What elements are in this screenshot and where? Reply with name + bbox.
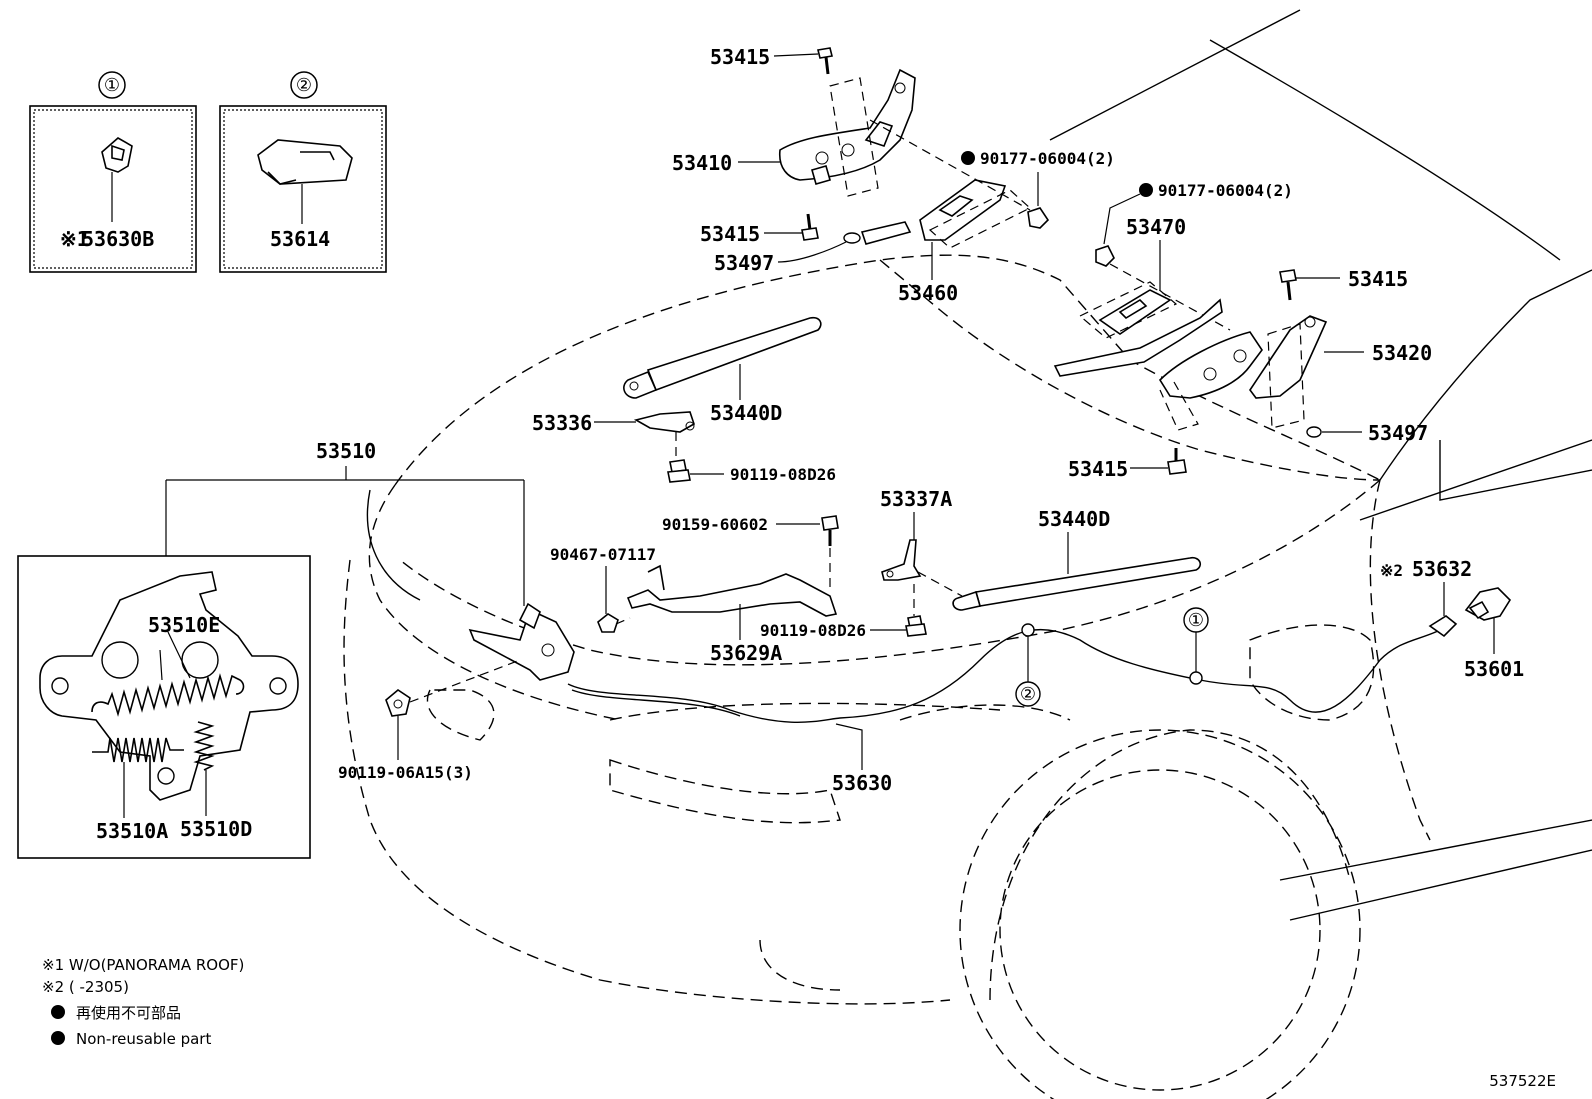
legend-note-1: ※1 W/O(PANORAMA ROOF): [42, 956, 244, 974]
label-53632-mark: ※2: [1380, 561, 1403, 580]
label-90177-b: 90177-06004(2): [1158, 181, 1293, 200]
label-53510d: 53510D: [180, 817, 252, 841]
nut-90177-b-icon: [1095, 245, 1115, 267]
bracket-53337a: [881, 539, 922, 581]
label-53415-top: 53415: [710, 45, 770, 69]
non-reusable-dot-a: [961, 151, 975, 165]
label-53632: 53632: [1412, 557, 1472, 581]
label-53470: 53470: [1126, 215, 1186, 239]
bracket-53470: [1053, 281, 1223, 377]
inset-1: ① ※1 53630B: [29, 71, 197, 273]
label-53440d-bottom: 53440D: [1038, 507, 1110, 531]
cable-clip-53632-icon: [1428, 615, 1458, 638]
label-53420: 53420: [1372, 341, 1432, 365]
bolt-90119-08d26-b-icon: [905, 615, 927, 637]
non-reusable-dot-b: [1139, 183, 1153, 197]
bracket-53336: [633, 411, 695, 433]
label-53440d-top: 53440D: [710, 401, 782, 425]
callout-marker-2: ②: [1020, 684, 1036, 705]
label-90119-06a15: 90119-06A15(3): [338, 763, 473, 782]
label-53510: 53510: [316, 439, 376, 463]
support-53629a: [626, 564, 838, 617]
label-53410: 53410: [672, 151, 732, 175]
hood-lock-53510-icon: [468, 602, 575, 681]
legend-dot-en: [51, 1031, 65, 1045]
release-lever-53601-icon: [1464, 587, 1512, 621]
bracket-53460: [860, 179, 1032, 249]
label-53460: 53460: [898, 281, 958, 305]
label-53415-right: 53415: [1348, 267, 1408, 291]
release-cable-53630: [567, 628, 1441, 723]
hinge-left-53410: [778, 68, 916, 197]
inset-marker-1: ①: [104, 75, 120, 96]
hinge-right-53420: [1158, 315, 1328, 431]
clip-90467-icon: [597, 613, 619, 633]
nut-90177-a-icon: [1027, 207, 1050, 229]
spring-main-icon: [91, 673, 245, 717]
label-53337a: 53337A: [880, 487, 952, 511]
label-53497-left: 53497: [714, 251, 774, 275]
bolt-90119-06a15-icon: [385, 689, 411, 717]
hood-support-53440d-bottom: [952, 556, 1202, 611]
bolt-90119-08d26-a-icon: [667, 459, 691, 483]
bolt-53415-top-icon: [817, 47, 833, 75]
label-53630b: 53630B: [82, 227, 154, 251]
legend-non-reusable-jp: 再使用不可部品: [76, 1004, 181, 1022]
bolt-53415-bottom-icon: [1167, 448, 1187, 475]
label-53601: 53601: [1464, 657, 1524, 681]
bolt-90159-icon: [821, 515, 839, 546]
label-90159: 90159-60602: [662, 515, 768, 534]
legend: ※1 W/O(PANORAMA ROOF) ※2 ( -2305) 再使用不可部…: [42, 956, 244, 1048]
label-53415-bottom: 53415: [1068, 457, 1128, 481]
callout-marker-1: ①: [1188, 610, 1204, 631]
label-53614: 53614: [270, 227, 330, 251]
spring-53510a-icon: [92, 737, 184, 763]
clip-53497-left-icon: [843, 232, 861, 244]
label-53336: 53336: [532, 411, 592, 435]
label-53510e: 53510E: [148, 613, 220, 637]
bolt-53415-left-icon: [801, 213, 819, 241]
legend-non-reusable-en: Non-reusable part: [76, 1030, 211, 1048]
label-90119-08d26-b: 90119-08D26: [760, 621, 866, 640]
legend-dot-jp: [51, 1005, 65, 1019]
car-body-outline: [343, 9, 1592, 1099]
label-53630: 53630: [832, 771, 892, 795]
spring-53510d-icon: [193, 721, 215, 771]
label-90467: 90467-07117: [550, 545, 656, 564]
clip-53630b-icon: [101, 137, 133, 173]
label-53510a: 53510A: [96, 819, 168, 843]
label-53629a: 53629A: [710, 641, 782, 665]
inset-marker-2: ②: [296, 75, 312, 96]
label-53630b-mark: ※1: [60, 227, 89, 251]
cable-clamp-53614-icon: [257, 139, 353, 185]
clip-53497-right-icon: [1306, 426, 1322, 438]
bolt-53415-right-icon: [1279, 269, 1297, 301]
diagram-ref-code: 537522E: [1489, 1072, 1556, 1090]
lock-detail-box: [17, 555, 311, 859]
label-53415-left: 53415: [700, 222, 760, 246]
hood-support-53440d-top: [623, 316, 822, 399]
legend-note-2: ※2 ( -2305): [42, 978, 129, 996]
inset-2: ② 53614: [219, 71, 387, 273]
label-53497-right: 53497: [1368, 421, 1428, 445]
label-90119-08d26-a: 90119-08D26: [730, 465, 836, 484]
label-90177-a: 90177-06004(2): [980, 149, 1115, 168]
